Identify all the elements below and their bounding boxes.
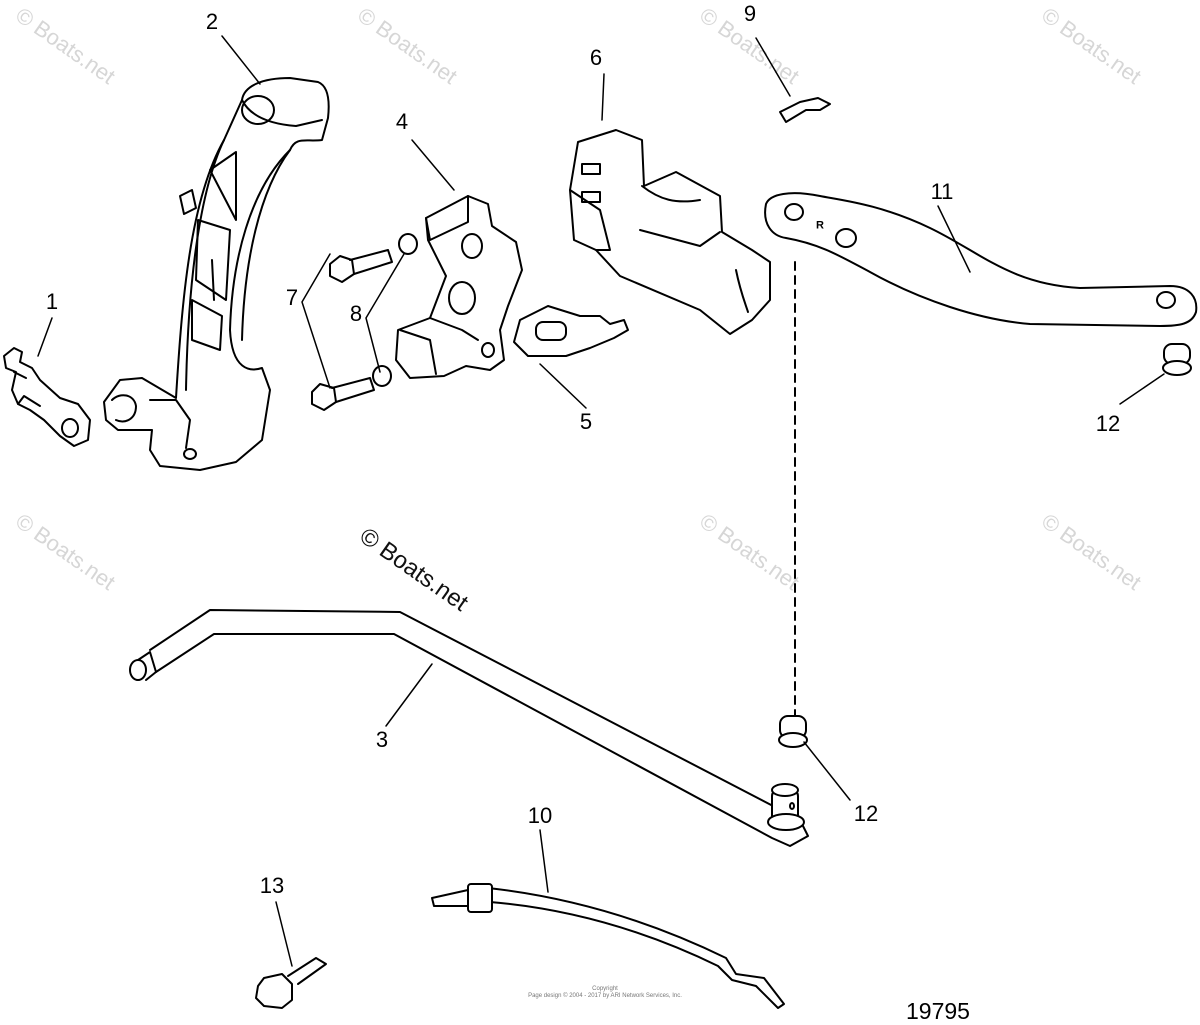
copyright-line-1: Copyright bbox=[592, 986, 618, 992]
callout-6: 6 bbox=[589, 45, 603, 70]
callout-2: 2 bbox=[205, 9, 219, 34]
copyright-notice: Copyright Page design © 2004 - 2017 by A… bbox=[520, 986, 690, 1000]
part-2-arm-bracket bbox=[103, 77, 330, 471]
part-7-screws bbox=[311, 249, 393, 411]
part-3-shift-rod bbox=[129, 609, 809, 847]
callout-5: 5 bbox=[579, 409, 593, 434]
callout-12-upper: 12 bbox=[1095, 411, 1121, 436]
part-8-bushings bbox=[372, 233, 418, 387]
part-9-clip bbox=[779, 97, 831, 123]
callout-9: 9 bbox=[743, 1, 757, 26]
part-12-bushing-lower bbox=[778, 715, 808, 748]
part-11-shift-lever bbox=[764, 192, 1198, 327]
callout-12-lower: 12 bbox=[853, 801, 879, 826]
lever-r-marking: R bbox=[816, 219, 824, 232]
callout-8: 8 bbox=[349, 301, 363, 326]
part-1-shift-link bbox=[3, 347, 91, 447]
callout-7: 7 bbox=[285, 285, 299, 310]
callout-3: 3 bbox=[375, 727, 389, 752]
part-5-shift-slide bbox=[513, 305, 629, 357]
callout-1: 1 bbox=[45, 289, 59, 314]
part-6-shift-actuator bbox=[569, 129, 771, 335]
leader-lines bbox=[37, 35, 1165, 967]
part-12-bushing-upper bbox=[1162, 343, 1192, 376]
callout-13: 13 bbox=[259, 873, 285, 898]
part-10-link-rod bbox=[431, 883, 785, 1009]
copyright-line-2: Page design © 2004 - 2017 by ARI Network… bbox=[528, 993, 682, 1000]
callout-10: 10 bbox=[527, 803, 553, 828]
callout-11: 11 bbox=[930, 179, 954, 204]
figure-number: 19795 bbox=[906, 998, 970, 1024]
part-13-screw bbox=[255, 957, 327, 1009]
callout-4: 4 bbox=[395, 109, 409, 134]
part-4-shift-bracket bbox=[395, 195, 523, 379]
